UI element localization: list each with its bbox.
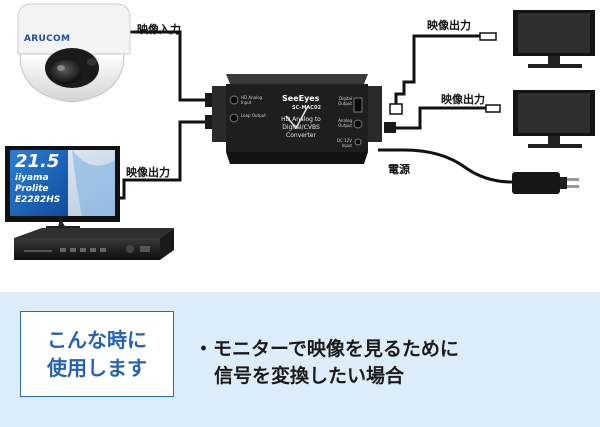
label-video-output-left: 映像出力	[126, 166, 170, 179]
usecase-line: 使用します	[47, 356, 147, 380]
left-monitor	[5, 146, 120, 230]
hdmi-plug-icon	[389, 103, 403, 115]
hdmi-plug-icon	[479, 32, 497, 41]
connection-diagram: ARUCOM 21.5 iiyama Prolite E2282HS HD An…	[5, 3, 595, 260]
dome-camera	[17, 3, 131, 103]
cable-camera-input	[130, 30, 214, 102]
port-label-digital-output: Digital Output	[338, 96, 352, 106]
port-label-dc-input: DC 12V Input	[337, 138, 352, 148]
monitor-model-line: E2282HS	[15, 195, 61, 205]
converter-brand: SeeEyes	[282, 94, 320, 103]
bullet-line: 信号を変換したい場合	[214, 365, 405, 387]
converter-title: HD Analog to Digital/CVBS Converter	[266, 116, 336, 140]
label-power: 電源	[388, 163, 410, 176]
label-video-output-mid: 映像出力	[441, 93, 485, 106]
converter-device	[212, 74, 382, 164]
monitor-model: iiyama Prolite E2282HS	[15, 173, 60, 206]
power-adapter	[512, 172, 579, 194]
diagram-canvas	[5, 3, 595, 260]
converter-title-line: Digital/CVBS	[282, 124, 320, 131]
usecase-line: こんな時に	[47, 328, 147, 352]
camera-lens-icon	[50, 60, 82, 84]
monitor-model-line: Prolite	[15, 184, 49, 194]
camera-brand: ARUCOM	[24, 34, 71, 44]
port-label-hd-analog-input: HD Analog Input	[241, 95, 263, 105]
port-label-analog-output: Analog Output	[338, 118, 352, 128]
usecase-box: こんな時に 使用します	[20, 311, 174, 397]
right-monitor-top	[513, 10, 595, 68]
usage-panel: こんな時に 使用します ・モニターで映像を見るために 信号を変換したい場合	[0, 292, 600, 427]
monitor-model-line: iiyama	[15, 173, 49, 183]
monitor-size: 21.5	[15, 151, 60, 172]
right-monitor-bottom	[513, 90, 595, 148]
label-video-output-top: 映像出力	[427, 19, 471, 32]
converter-title-line: Converter	[286, 132, 316, 139]
bullet-line: ・モニターで映像を見るために	[194, 338, 459, 360]
cable-digital-top	[394, 34, 486, 110]
converter-title-line: HD Analog to	[281, 116, 321, 123]
port-label-loop-output: Loop Output	[241, 113, 266, 118]
label-video-input: 映像入力	[137, 23, 181, 36]
brand-logo-icon	[285, 105, 309, 130]
converter-model: SC-MAC02	[292, 105, 321, 111]
dvr-recorder	[14, 228, 174, 260]
bnc-plug-icon	[485, 104, 501, 113]
cable-power	[378, 148, 513, 184]
cable-digital-mid	[393, 106, 488, 130]
bnc-plug-icon	[384, 122, 396, 133]
